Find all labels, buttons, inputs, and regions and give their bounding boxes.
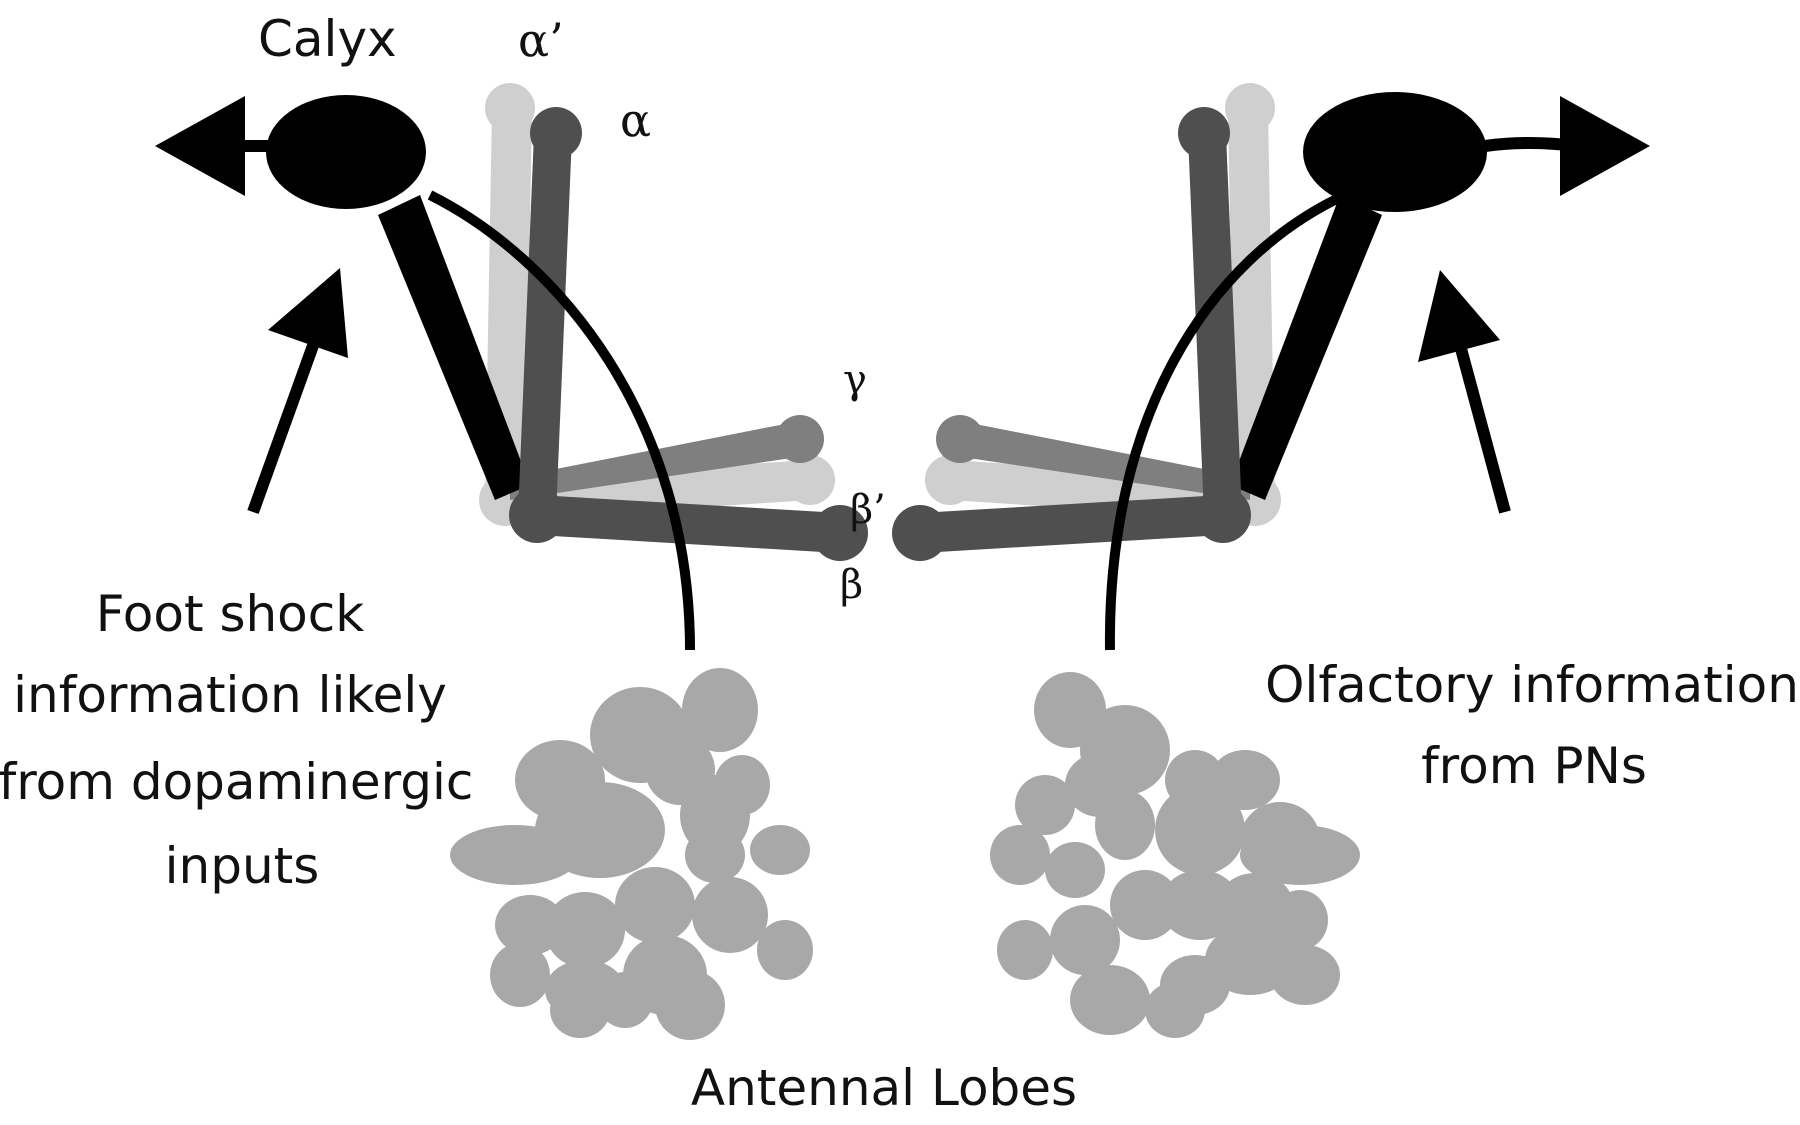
left-input-arrow-icon bbox=[247, 268, 348, 515]
beta-label: β bbox=[840, 562, 863, 608]
left-calyx bbox=[266, 95, 426, 209]
left-pn-tract bbox=[427, 190, 695, 651]
alpha-prime-label: α’ bbox=[518, 13, 564, 67]
left-caption: Foot shock information likely from dopam… bbox=[0, 585, 473, 895]
beta-prime-label: β’ bbox=[850, 487, 886, 533]
right-caption: Olfactory information from PNs bbox=[1265, 656, 1799, 795]
left-peduncle bbox=[378, 195, 530, 500]
right-pn-tract bbox=[1104, 190, 1348, 651]
left-caption-line: information likely bbox=[13, 666, 447, 724]
left-antennal-lobe bbox=[450, 668, 813, 1040]
arrow-right-icon bbox=[1484, 96, 1650, 196]
left-caption-line: Foot shock bbox=[96, 585, 364, 643]
left-caption-line: from dopaminergic bbox=[0, 753, 473, 811]
alpha-label: α bbox=[620, 93, 651, 147]
right-peduncle bbox=[1230, 195, 1382, 500]
right-gamma-lobe bbox=[936, 415, 1250, 500]
left-beta-lobe bbox=[509, 487, 868, 561]
left-mushroom-body bbox=[266, 83, 868, 651]
arrow-left-icon bbox=[155, 96, 275, 196]
right-caption-line: Olfactory information bbox=[1265, 656, 1799, 714]
calyx-label: Calyx bbox=[258, 10, 397, 68]
right-mushroom-body bbox=[892, 83, 1487, 651]
right-calyx bbox=[1303, 92, 1487, 212]
left-caption-line: inputs bbox=[165, 837, 320, 895]
antennal-lobes-label: Antennal Lobes bbox=[691, 1059, 1077, 1117]
gamma-label: γ bbox=[843, 357, 867, 403]
left-alpha-lobe bbox=[518, 107, 582, 534]
right-alpha-lobe bbox=[1178, 107, 1242, 534]
right-antennal-lobe bbox=[990, 672, 1360, 1038]
right-caption-line: from PNs bbox=[1421, 737, 1647, 795]
right-input-arrow-icon bbox=[1418, 270, 1511, 514]
right-beta-lobe bbox=[892, 487, 1251, 561]
